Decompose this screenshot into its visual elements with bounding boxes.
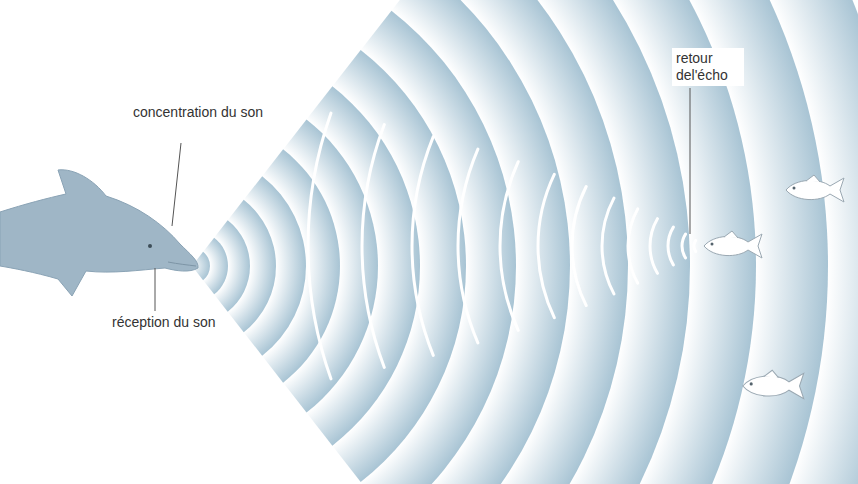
fish-eye <box>711 243 714 246</box>
fish-fin <box>806 175 820 182</box>
echo-arc <box>628 209 638 283</box>
sound-band <box>192 0 628 484</box>
echo-arc <box>602 198 614 294</box>
callout-label: concentration du son <box>133 104 263 121</box>
sound-band <box>192 11 516 484</box>
dolphin <box>0 170 198 296</box>
sound-band <box>192 149 340 382</box>
echo-arc <box>538 174 554 317</box>
echo-arc <box>668 227 673 265</box>
fish-eye <box>793 187 796 190</box>
fish-fin <box>724 231 738 238</box>
echo-arc <box>572 186 586 305</box>
sound-band <box>192 0 690 484</box>
leader-line <box>172 143 181 226</box>
echo-arcs <box>308 113 696 379</box>
callout-label: réception du son <box>112 314 232 331</box>
sound-band <box>192 0 828 484</box>
sound-band <box>192 200 276 332</box>
sound-band <box>192 220 250 311</box>
sound-band <box>192 86 420 445</box>
sound-waves <box>192 0 858 484</box>
echo-arc <box>694 240 696 251</box>
dolphin-eye <box>148 244 152 248</box>
fish <box>743 370 804 398</box>
echo-arc <box>650 219 657 274</box>
callout-label: retour del'écho <box>672 48 744 86</box>
fish-eye <box>750 382 753 385</box>
leader-line <box>690 88 691 234</box>
fishes <box>704 175 844 399</box>
echo-arc <box>682 234 686 258</box>
echo-arc <box>458 149 478 343</box>
dolphin-body <box>0 170 198 296</box>
fish <box>786 175 844 202</box>
echo-arc <box>362 125 384 368</box>
leader-lines <box>155 88 690 311</box>
leader-line <box>155 268 156 311</box>
sound-band <box>192 0 756 484</box>
dolphin-mouth <box>168 262 196 266</box>
fish <box>704 231 762 258</box>
echo-arc <box>412 137 433 356</box>
sound-band <box>192 0 570 484</box>
echo-arc <box>308 113 331 379</box>
echo-arc <box>500 162 518 331</box>
sound-band <box>192 0 858 484</box>
fish-fin <box>764 370 779 377</box>
sound-band <box>192 119 378 412</box>
